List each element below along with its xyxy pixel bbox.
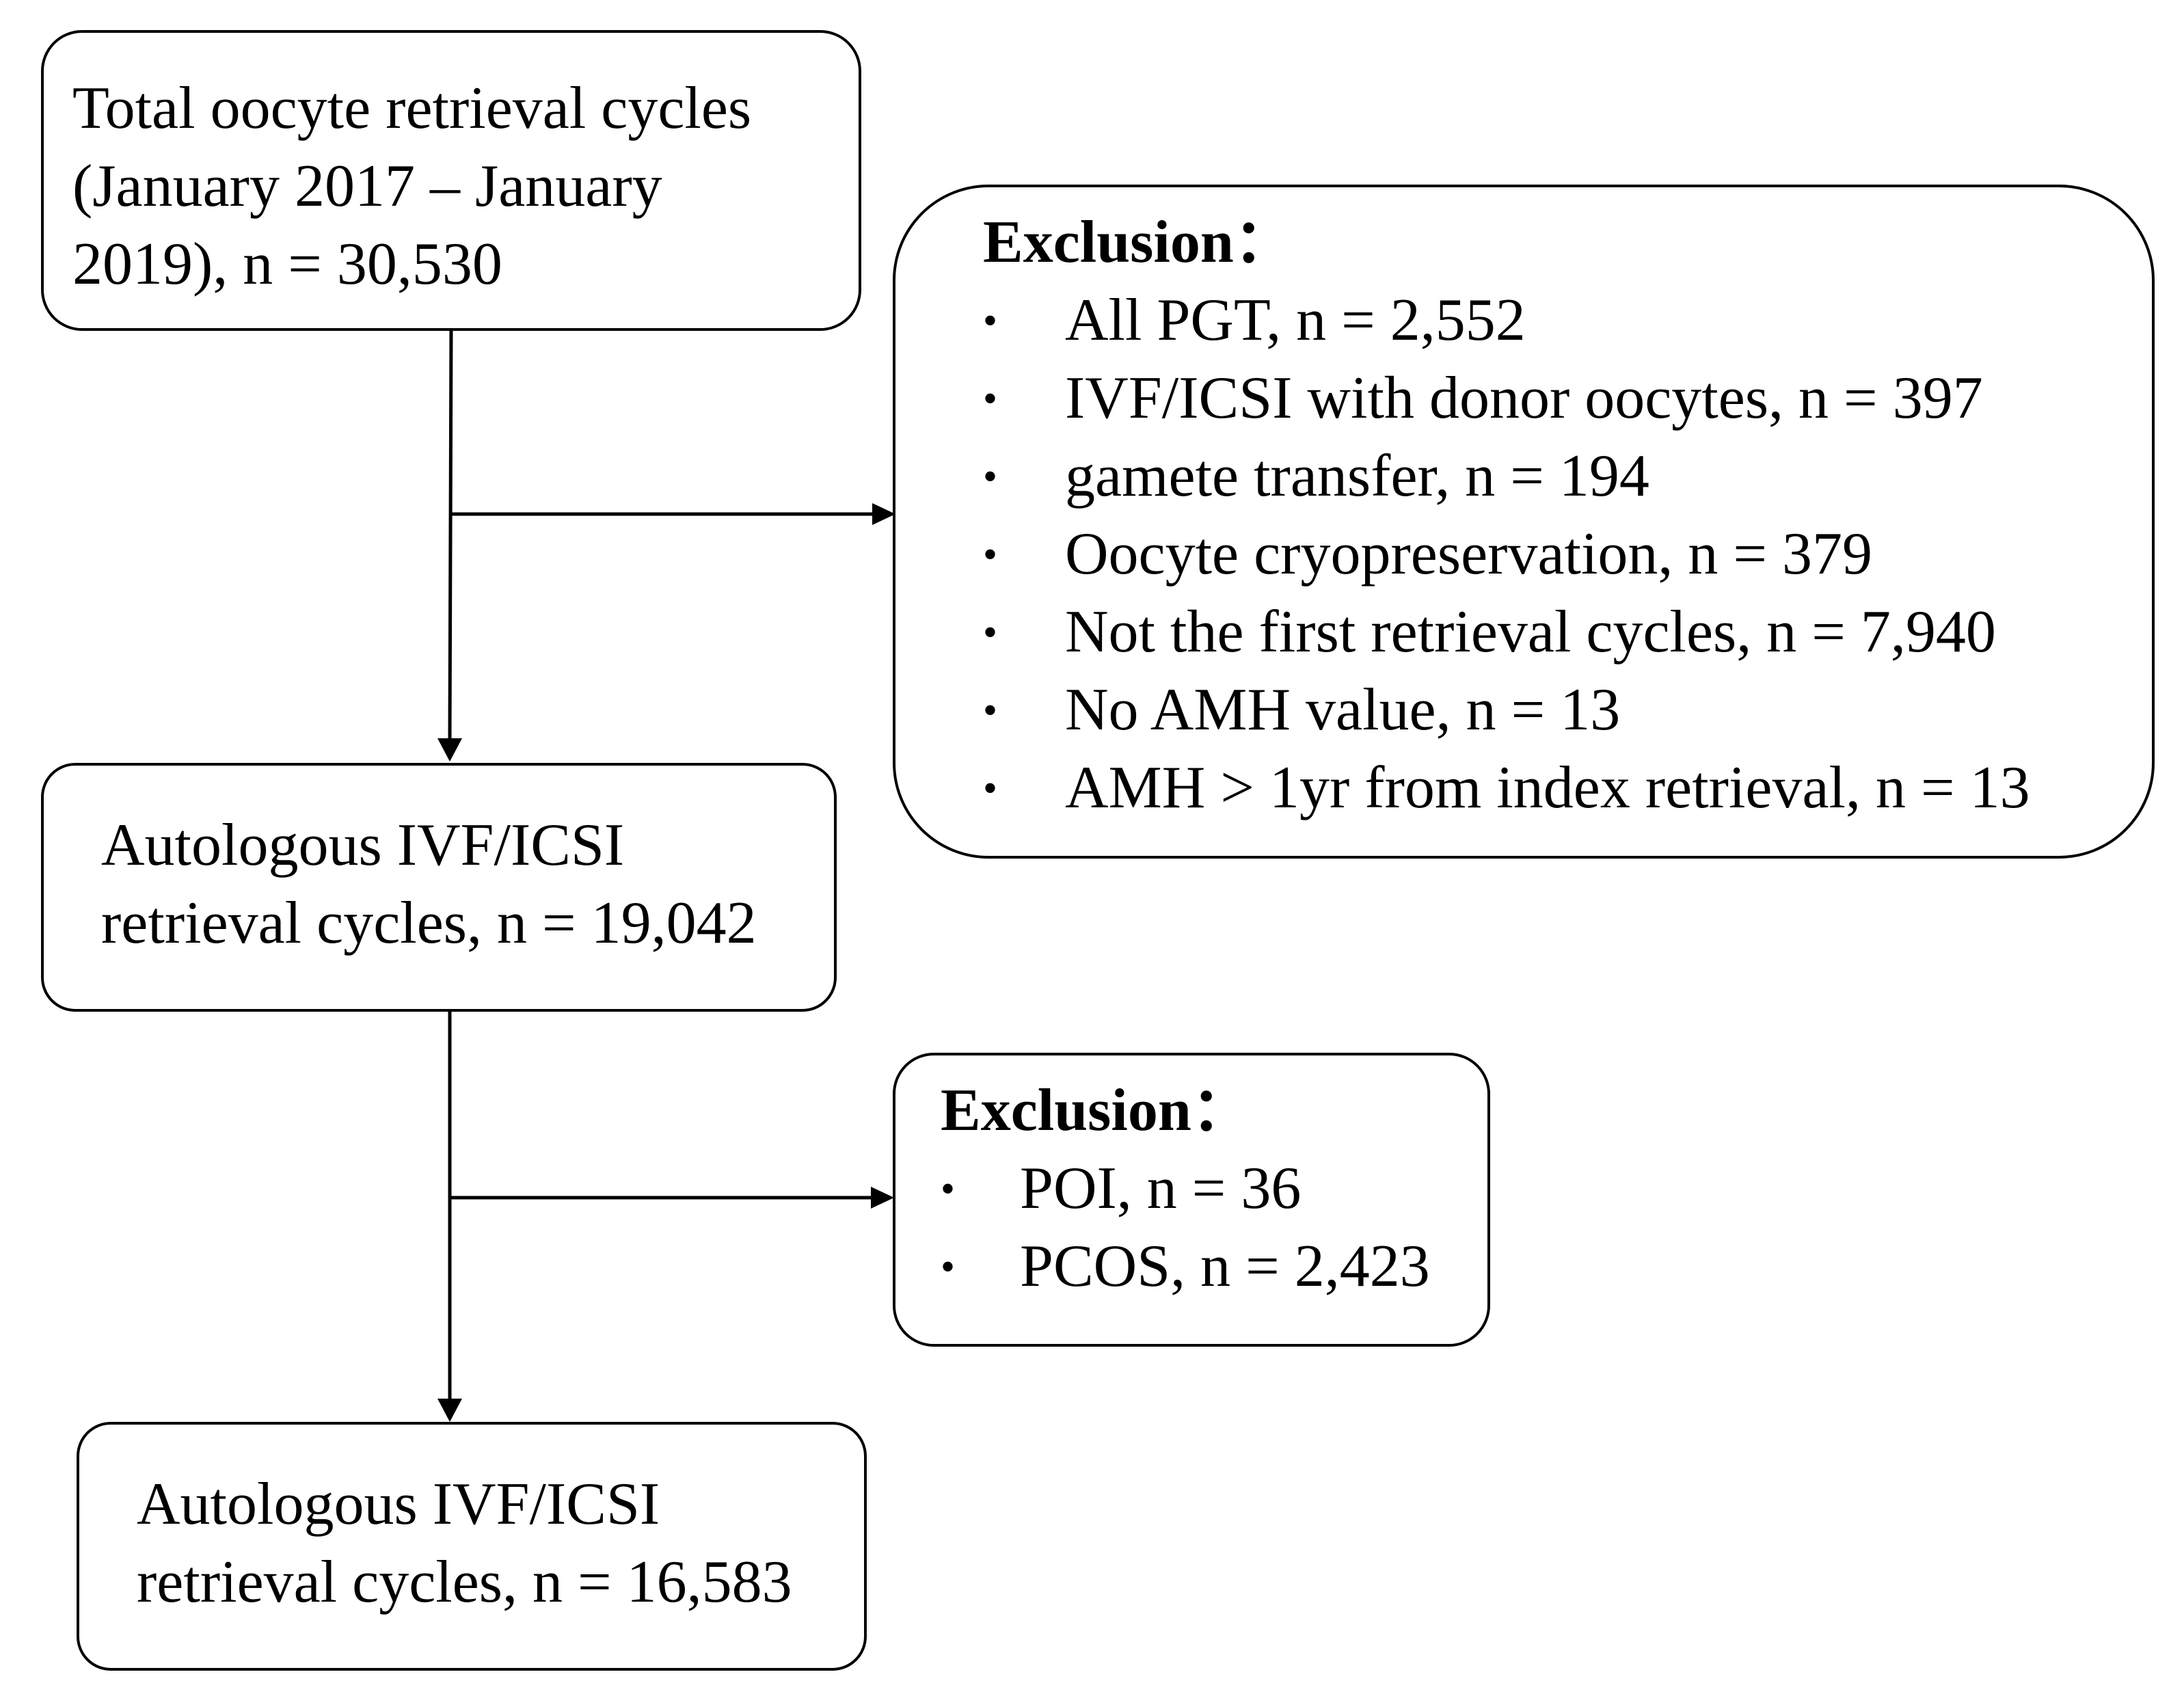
autologous-cycles-box-2: Autologous IVF/ICSI retrieval cycles, n … [77,1422,867,1671]
bullet-icon: • [983,766,998,811]
arrowhead-right-1 [872,503,895,525]
bullet-icon: • [941,1244,956,1289]
bullet-icon: • [983,532,998,577]
arrowhead-right-2 [871,1187,894,1209]
exclusion-box-1: Exclusion： • All PGT, n = 2,552 • IVF/IC… [893,185,2155,859]
bullet-icon: • [983,688,998,733]
exclusion2-heading: Exclusion： [941,1077,1252,1144]
exclusion2-item: PCOS, n = 2,423 [1020,1233,1430,1300]
bullet-icon: • [983,376,998,421]
total-line-2: (January 2017 – January [72,153,662,219]
total-cycles-box: Total oocyte retrieval cycles (January 2… [41,30,861,331]
exclusion1-item: gamete transfer, n = 194 [1065,443,1649,509]
total-line-1: Total oocyte retrieval cycles [72,75,752,142]
autologous1-line-2: retrieval cycles, n = 19,042 [101,890,757,956]
bullet-icon: • [983,610,998,655]
exclusion1-item: AMH > 1yr from index retrieval, n = 13 [1065,755,2030,821]
arrow-total-to-autologous1 [448,329,453,739]
autologous1-line-1: Autologous IVF/ICSI [101,812,625,878]
exclusion1-heading: Exclusion： [983,209,1294,275]
autologous-cycles-box-1: Autologous IVF/ICSI retrieval cycles, n … [41,763,837,1012]
bullet-icon: • [983,298,998,343]
exclusion1-item: Oocyte cryopreservation, n = 379 [1065,521,1873,587]
autologous2-line-1: Autologous IVF/ICSI [137,1471,660,1537]
exclusion1-item: Not the first retrieval cycles, n = 7,94… [1065,599,1996,665]
arrowhead-down-2 [437,1399,462,1422]
exclusion-box-2: Exclusion： • POI, n = 36 • PCOS, n = 2,4… [893,1053,1490,1347]
bullet-icon: • [941,1166,956,1211]
exclusion1-item: All PGT, n = 2,552 [1065,287,1526,353]
autologous2-line-2: retrieval cycles, n = 16,583 [137,1549,792,1615]
total-line-3: 2019), n = 30,530 [72,231,502,297]
exclusion1-item: No AMH value, n = 13 [1065,677,1621,743]
exclusion2-item: POI, n = 36 [1020,1155,1302,1222]
bullet-icon: • [983,454,998,499]
exclusion1-item: IVF/ICSI with donor oocytes, n = 397 [1065,365,1983,431]
arrowhead-down-1 [437,738,462,762]
